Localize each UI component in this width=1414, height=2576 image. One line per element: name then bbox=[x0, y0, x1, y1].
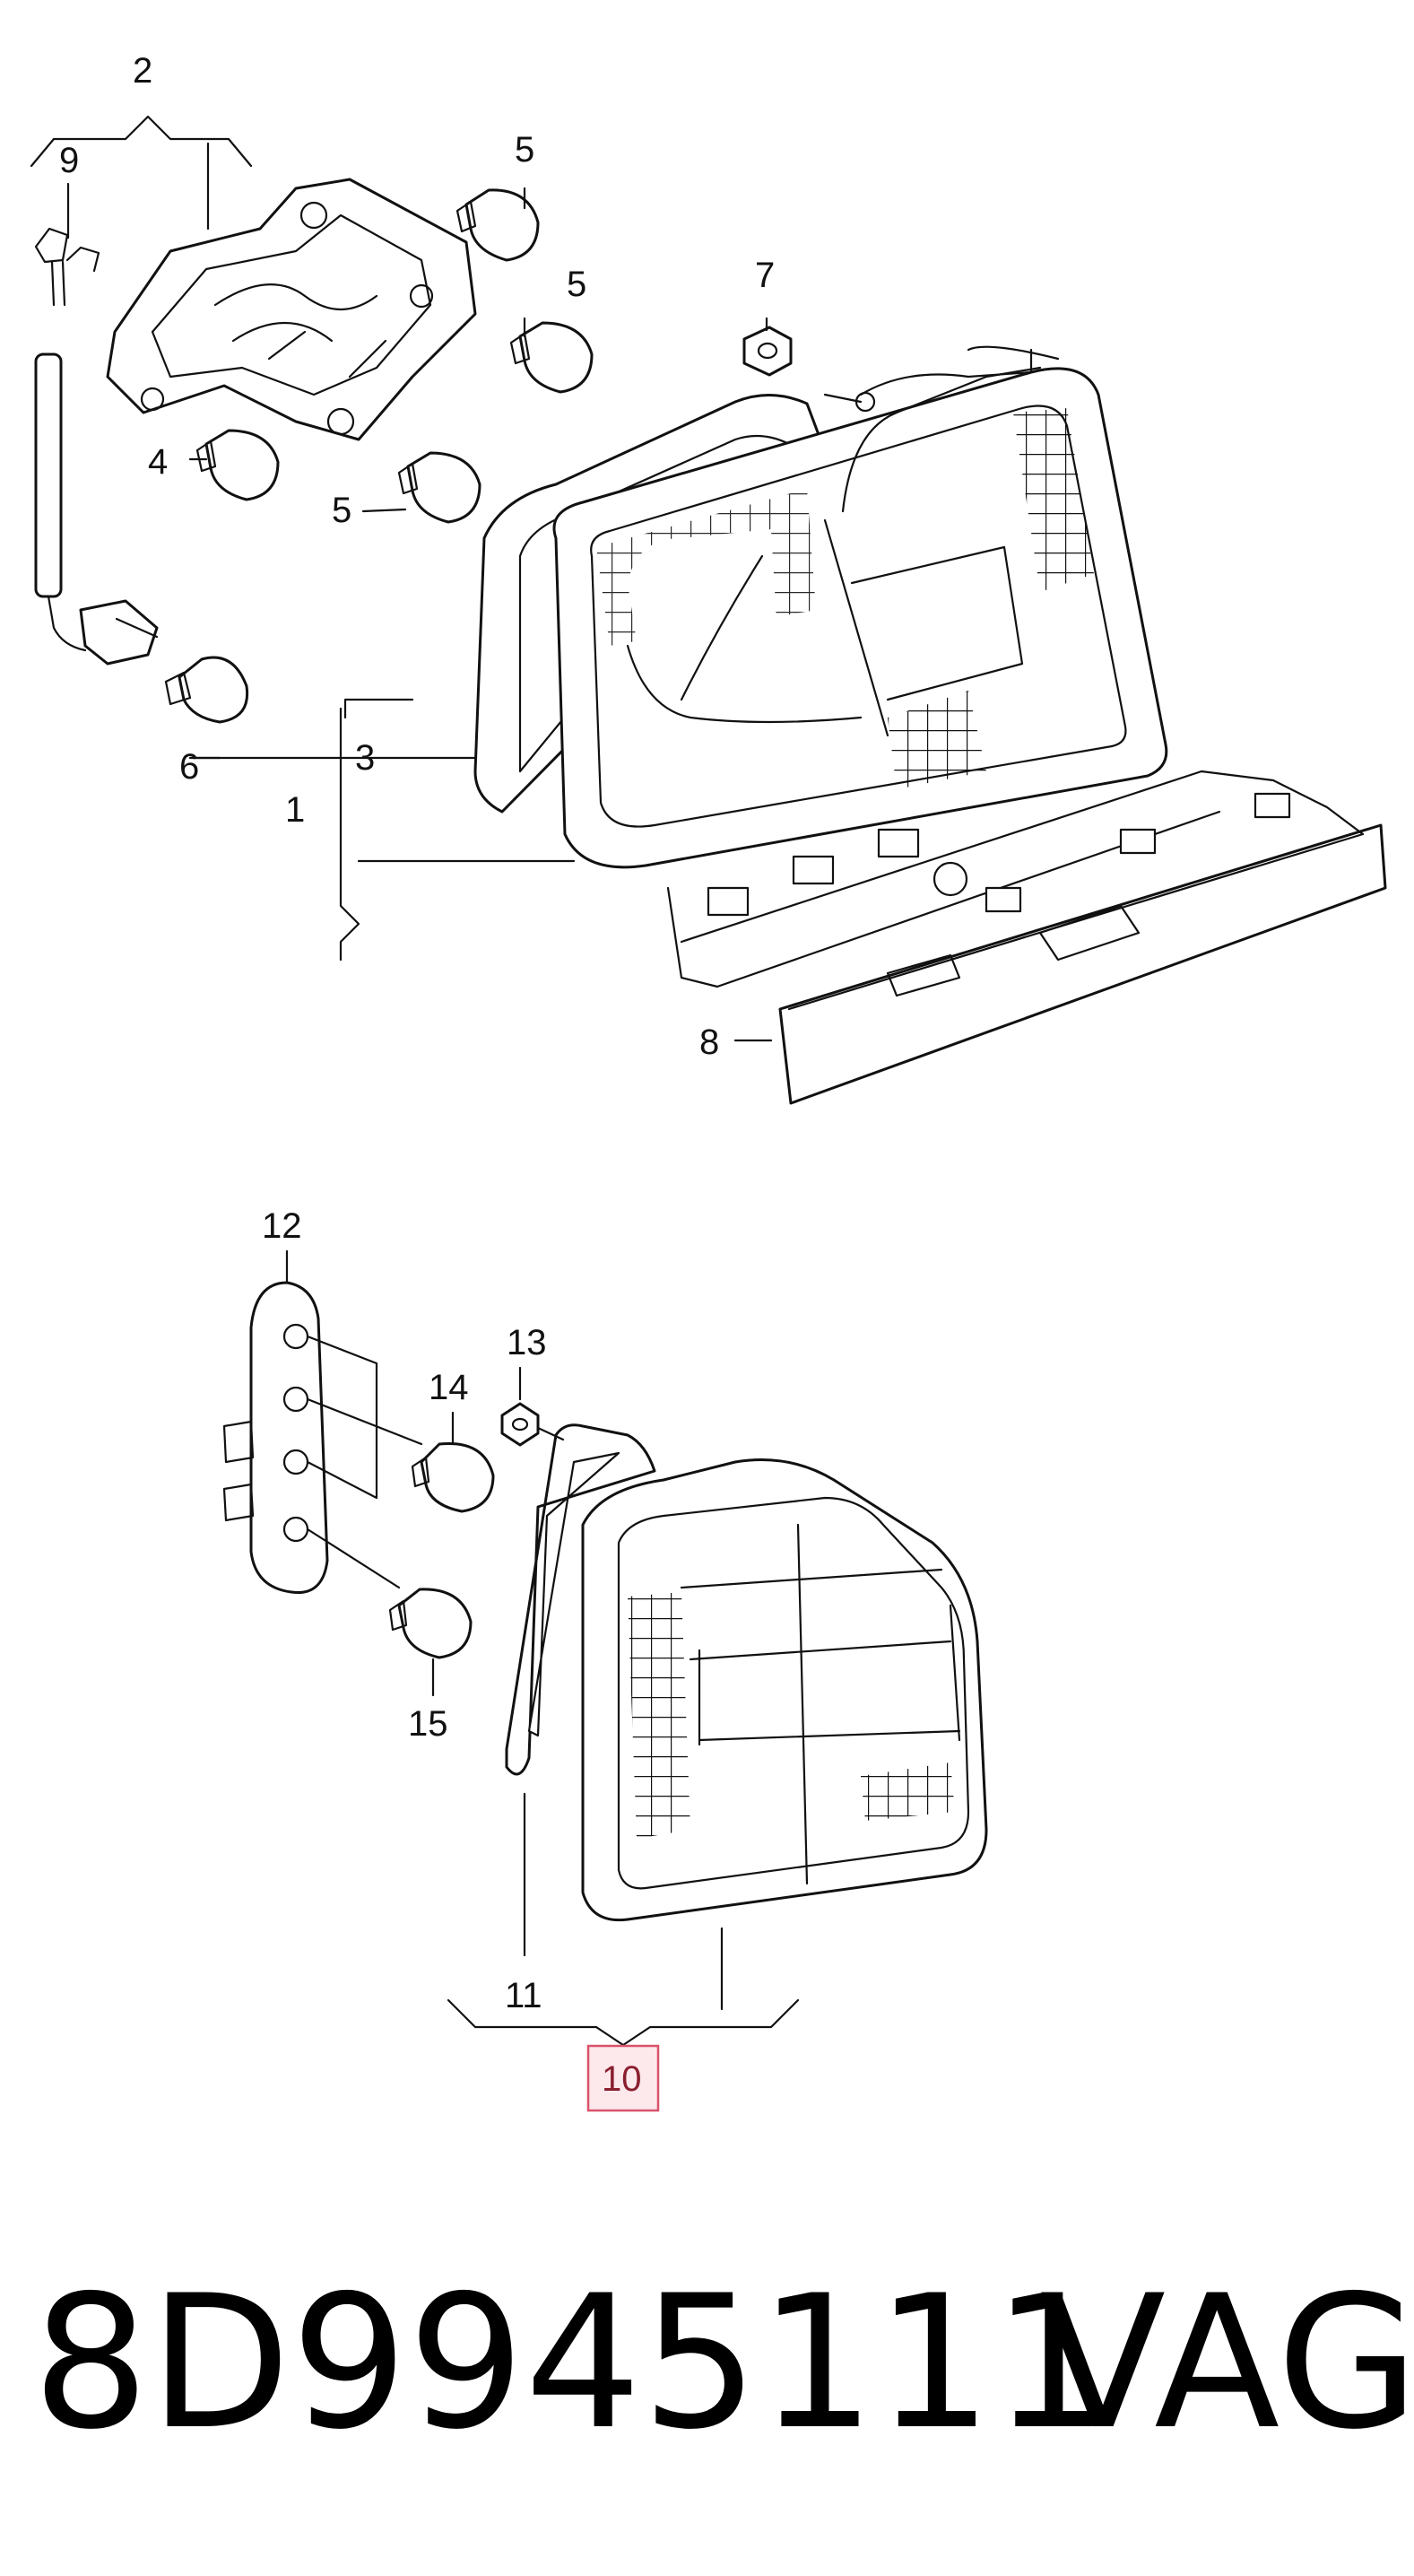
brand-text: VAG bbox=[1040, 2257, 1414, 2470]
nut-part-13 bbox=[500, 1402, 565, 1447]
callout-15: 15 bbox=[408, 1704, 448, 1744]
callout-10: 10 bbox=[602, 2059, 642, 2099]
callout-14: 14 bbox=[429, 1368, 469, 1407]
wiring-harness-part-9 bbox=[34, 227, 159, 666]
bulb-part-6 bbox=[164, 656, 249, 724]
callout-4: 4 bbox=[148, 442, 168, 482]
bulb-carrier-part-12 bbox=[222, 1281, 423, 1595]
tail-lamp-housing-part-10 bbox=[581, 1458, 988, 1922]
bulb-part-15 bbox=[388, 1588, 473, 1659]
callout-8: 8 bbox=[699, 1023, 719, 1062]
bulb-part-5b bbox=[509, 321, 594, 394]
callout-13: 13 bbox=[507, 1323, 547, 1362]
upper-leader-lines bbox=[30, 115, 773, 1042]
part-number-text: 8D9945111 bbox=[32, 2257, 1109, 2470]
callout-5a: 5 bbox=[515, 130, 534, 170]
upper-assembly: 2 9 5 5 7 4 5 3 6 1 8 bbox=[30, 51, 1387, 1105]
bulb-part-5c bbox=[397, 451, 481, 524]
lower-assembly: 12 13 14 15 11 10 bbox=[222, 1206, 988, 2112]
callout-3: 3 bbox=[355, 738, 375, 778]
callout-6: 6 bbox=[179, 747, 199, 787]
callout-5b: 5 bbox=[567, 265, 586, 304]
callout-7: 7 bbox=[755, 256, 775, 295]
callout-12: 12 bbox=[262, 1206, 302, 1246]
bulb-carrier-part-2 bbox=[106, 178, 477, 441]
callout-11: 11 bbox=[505, 1976, 542, 2015]
bulb-part-5a bbox=[455, 188, 540, 262]
callout-9: 9 bbox=[59, 141, 79, 180]
trim-strip-part-8 bbox=[666, 770, 1387, 1105]
gasket-part-11 bbox=[505, 1423, 656, 1776]
bulb-part-14 bbox=[411, 1441, 495, 1513]
bulb-part-4 bbox=[195, 429, 280, 501]
highlight-box-10[interactable] bbox=[586, 2044, 660, 2112]
callout-1: 1 bbox=[285, 790, 305, 830]
callout-2: 2 bbox=[133, 51, 152, 91]
nut-part-7 bbox=[742, 326, 793, 377]
callout-5c: 5 bbox=[332, 491, 351, 530]
tail-lamp-housing-part-1 bbox=[552, 345, 1168, 869]
